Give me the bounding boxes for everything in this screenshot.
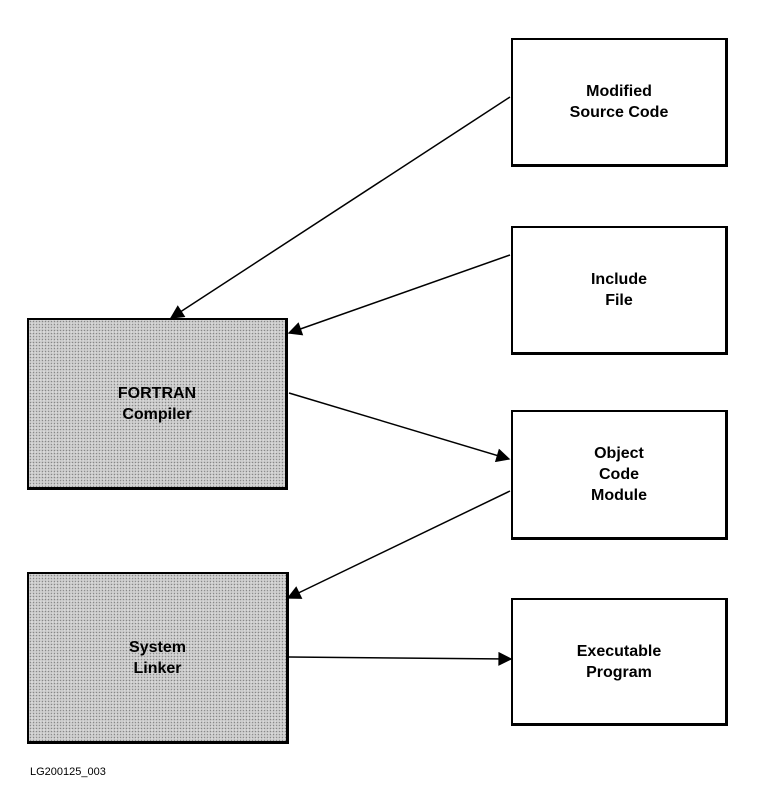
- modified-source-code-box: Modified Source Code: [511, 38, 728, 167]
- arrow-linker-to-executable: [288, 651, 513, 666]
- executable-program-label: Executable Program: [576, 642, 662, 681]
- figure-id: LG200125_003: [30, 766, 106, 778]
- arrow-compiler-to-object: [288, 392, 511, 463]
- arrow-source-to-compiler: [169, 96, 511, 319]
- object-code-module-box: Object Code Module: [511, 410, 728, 540]
- system-linker-box: System Linker: [27, 572, 289, 744]
- modified-source-code-label: Modified Source Code: [569, 83, 669, 121]
- arrow-include-to-compiler: [287, 254, 511, 336]
- fortran-compiler-label: FORTRAN Compiler: [117, 384, 197, 423]
- system-linker-label: System Linker: [129, 638, 186, 677]
- object-code-module-label: Object Code Module: [591, 445, 647, 504]
- include-file-label: Include File: [590, 271, 647, 309]
- fortran-compiler-box: FORTRAN Compiler: [27, 318, 288, 490]
- executable-program-box: Executable Program: [511, 598, 728, 726]
- include-file-box: Include File: [511, 226, 728, 355]
- arrow-object-to-linker: [286, 490, 511, 599]
